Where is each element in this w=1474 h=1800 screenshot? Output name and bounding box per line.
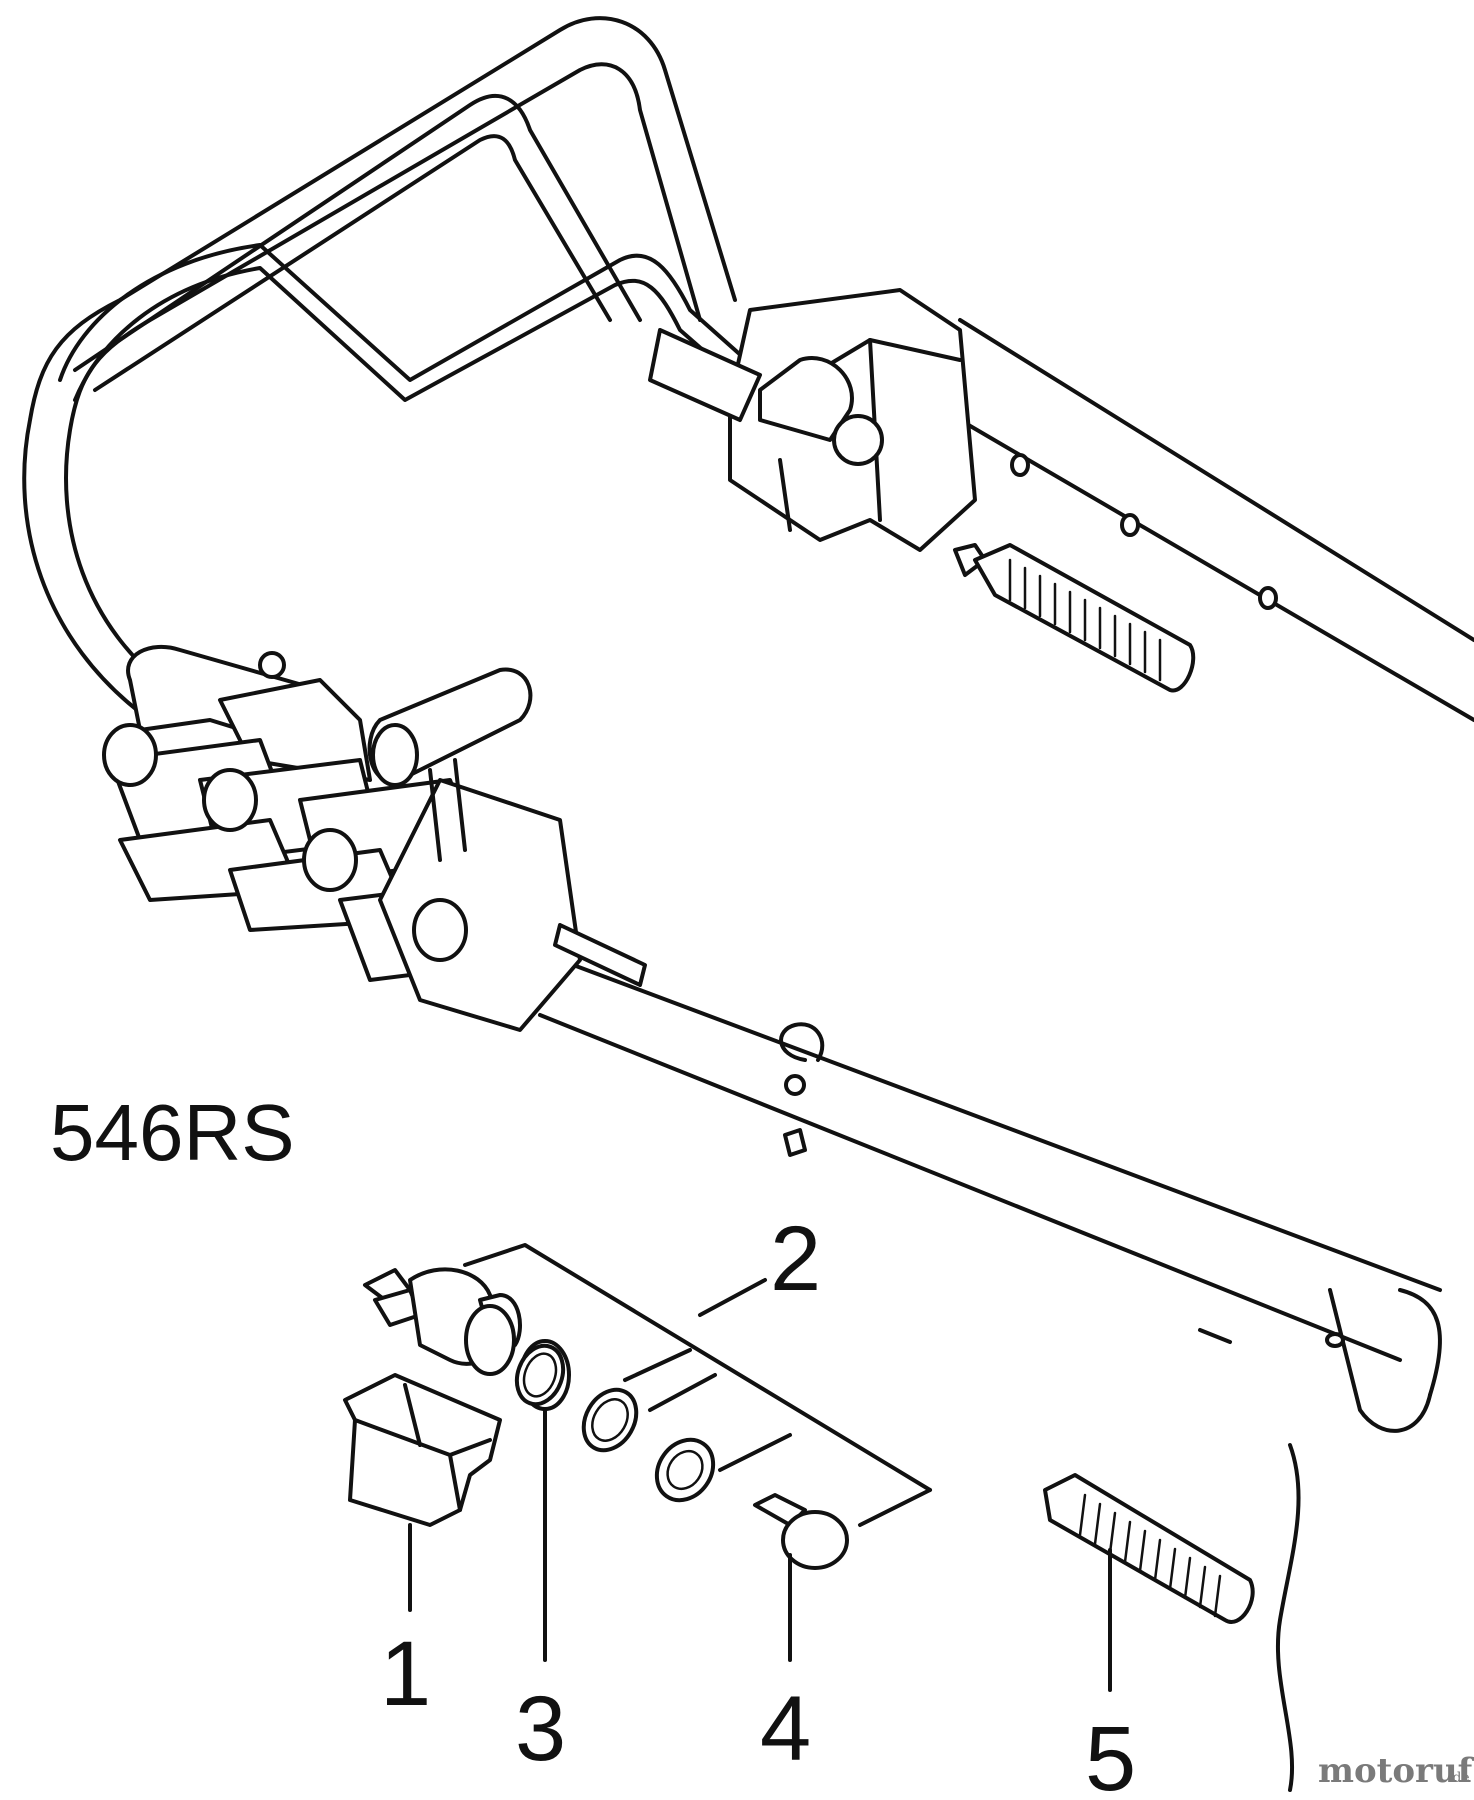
callout-5: 5 (1085, 1708, 1136, 1800)
callout-1: 1 (380, 1623, 431, 1725)
watermark: motoruf .de (1318, 1751, 1474, 1791)
part-5-spring (1043, 1443, 1301, 1792)
handlebar-frame (22, 16, 1474, 1433)
watermark-suffix: .de (1448, 1770, 1470, 1786)
clip-and-pin (779, 1022, 825, 1157)
callout-2: 2 (770, 1208, 821, 1310)
watermark-brand: motoruf (1318, 1751, 1474, 1791)
model-label: 546RS (50, 1088, 295, 1177)
upper-clamp (648, 288, 987, 577)
part-3-washers (514, 1343, 716, 1503)
leader-lines (408, 1243, 1112, 1692)
part-4-key (753, 1493, 849, 1570)
callout-4: 4 (760, 1678, 811, 1780)
grip-cluster (102, 644, 647, 1032)
upper-spring (973, 543, 1196, 693)
callout-3: 3 (515, 1678, 566, 1780)
part-1-switch-cover (343, 1373, 502, 1527)
